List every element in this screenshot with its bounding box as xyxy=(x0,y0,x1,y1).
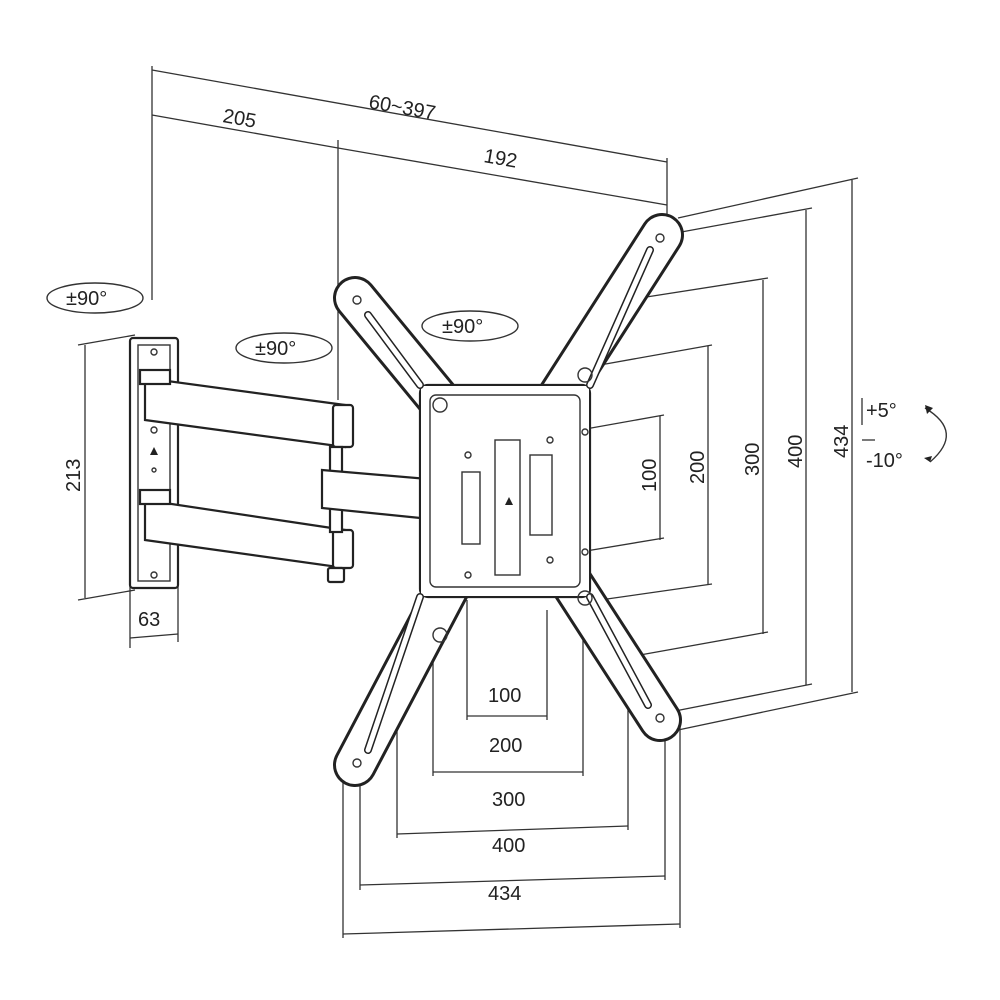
rotation-plate: ±90° xyxy=(442,316,483,338)
rotation-arm-pivot: ±90° xyxy=(255,338,296,360)
vesa-x-plate xyxy=(333,213,684,787)
dim-arm-2: 192 xyxy=(482,145,519,172)
rotation-wall-pivot: ±90° xyxy=(66,288,107,310)
dim-v-400: 400 xyxy=(785,435,807,468)
tilt-down: -10° xyxy=(866,450,903,472)
rotation-indicators: ±90° ±90° ±90° +5° -10° xyxy=(46,282,947,472)
dim-v-300: 300 xyxy=(742,443,764,476)
dim-extension: 60~397 xyxy=(367,91,437,124)
dim-h-100: 100 xyxy=(488,685,521,707)
swing-arms xyxy=(138,368,442,584)
dim-h-300: 300 xyxy=(492,789,525,811)
tilt-arrow-icon xyxy=(924,407,947,463)
dim-h-400: 400 xyxy=(492,835,525,857)
dim-h-434: 434 xyxy=(488,883,521,905)
dim-v-100: 100 xyxy=(639,459,661,492)
wall-plate-dimensions: 213 63 xyxy=(63,334,179,648)
dim-v-434: 434 xyxy=(831,425,853,458)
dim-63: 63 xyxy=(138,609,160,631)
tilt-up: +5° xyxy=(866,400,897,422)
dim-v-200: 200 xyxy=(687,451,709,484)
right-dimensions: 100 200 300 400 434 xyxy=(579,177,859,731)
dim-213: 213 xyxy=(63,459,85,492)
dim-h-200: 200 xyxy=(489,735,522,757)
bottom-dimensions: 100 200 300 400 434 xyxy=(342,600,681,938)
